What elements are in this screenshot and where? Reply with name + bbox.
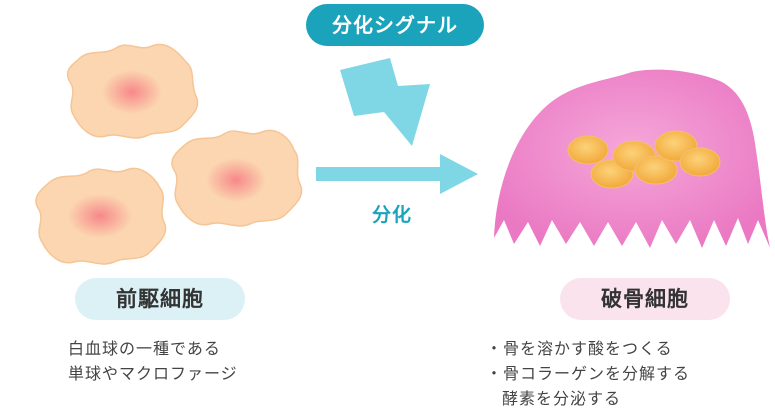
- precursor-cell-title: 前駆細胞: [75, 278, 245, 320]
- precursor-description-line-1: 白血球の一種である: [68, 339, 221, 358]
- differentiation-arrow: [316, 154, 478, 194]
- osteoclast-bullet-2-continuation: 酵素を分泌する: [502, 389, 622, 408]
- osteoclast-title: 破骨細胞: [560, 278, 730, 320]
- precursor-cell-1: [66, 43, 199, 139]
- osteoclast-bullet-2: ・骨コラーゲンを分解する: [486, 364, 691, 383]
- osteoclast-description: ・骨を溶かす酸をつくる ・骨コラーゲンを分解する 酵素を分泌する: [486, 336, 690, 411]
- osteoclast-nuclei: [567, 130, 721, 189]
- precursor-nucleus-1: [102, 70, 162, 114]
- lightning-bolt-icon: [340, 58, 430, 146]
- differentiation-arrow-label: 分化: [372, 204, 413, 226]
- precursor-description: 白血球の一種である 単球やマクロファージ: [68, 336, 238, 386]
- precursor-description-line-2: 単球やマクロファージ: [68, 364, 238, 383]
- precursor-nucleus-2: [206, 158, 266, 202]
- osteoclast-bullet-1: ・骨を溶かす酸をつくる: [486, 339, 673, 358]
- precursor-cell-2: [171, 129, 303, 227]
- precursor-nucleus-3: [68, 194, 132, 238]
- osteoclast-cell: [494, 69, 770, 248]
- differentiation-signal-label: 分化シグナル: [306, 4, 484, 46]
- precursor-cell-3: [35, 167, 167, 265]
